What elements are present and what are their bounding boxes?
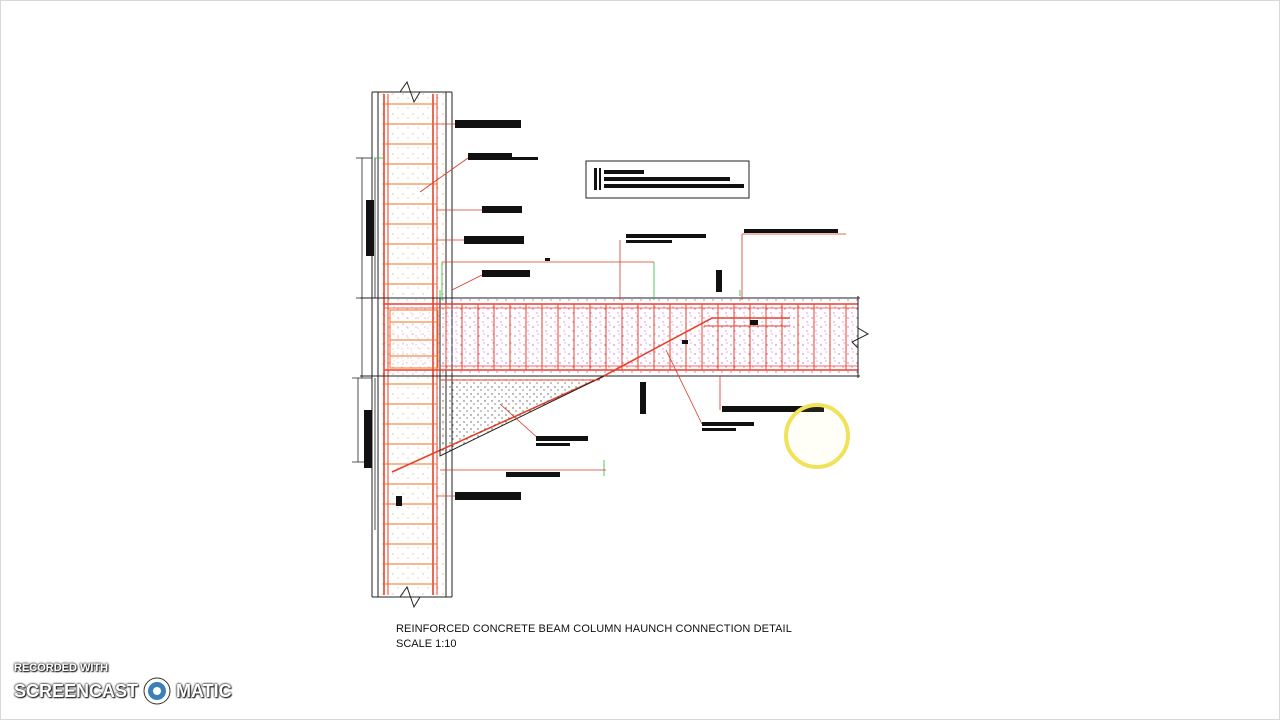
green-dimension-lines [374,157,741,476]
screencast-watermark: RECORDED WITH SCREENCAST MATIC [14,662,232,706]
label-bars [364,120,838,506]
cursor-highlight-ring-icon [784,403,850,469]
beam [360,296,870,473]
watermark-brand-row: SCREENCAST MATIC [14,676,232,706]
screencast-o-matic-logo-icon [143,677,171,705]
haunch [439,375,605,457]
leader-lines [419,123,846,497]
drawing-title: REINFORCED CONCRETE BEAM COLUMN HAUNCH C… [396,623,792,635]
watermark-recorded-with: RECORDED WITH [14,662,109,674]
note-box [585,160,750,199]
drawing-scale: SCALE 1:10 [396,638,457,650]
watermark-brand-right: MATIC [176,680,232,701]
watermark-brand-left: SCREENCAST [14,680,139,701]
dimension-lines [352,157,376,530]
